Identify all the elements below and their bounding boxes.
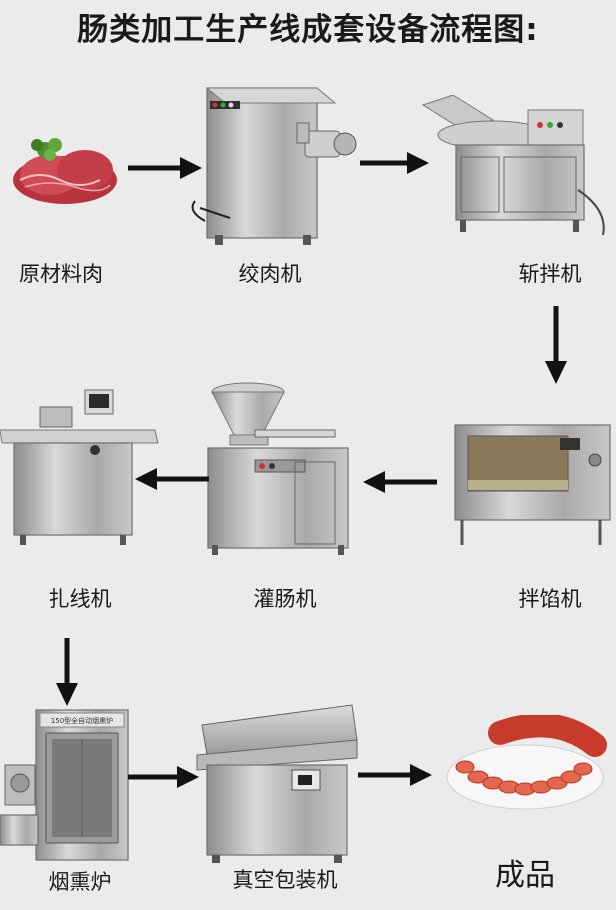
arrow-down — [56, 638, 78, 706]
oven-plate-text: 150型全自动烟熏炉 — [51, 716, 113, 725]
step-label: 烟熏炉 — [48, 870, 112, 894]
step-label: 扎线机 — [48, 587, 112, 611]
step-label: 拌馅机 — [518, 587, 582, 611]
vacuum-packer-image — [196, 704, 358, 863]
step-label: 灌肠机 — [253, 587, 317, 611]
step-label: 成品 — [495, 858, 555, 893]
sausage-product-image — [446, 715, 607, 810]
arrow-down — [545, 306, 567, 384]
mixer-image — [454, 424, 611, 545]
arrow-left — [135, 468, 209, 490]
smoke-oven-image: 150型全自动烟熏炉 — [0, 709, 129, 861]
page-title: 肠类加工生产线成套设备流程图: — [77, 12, 539, 48]
step-label: 原材料肉 — [19, 262, 103, 286]
arrow-right — [128, 157, 202, 179]
step-label: 真空包装机 — [232, 868, 338, 892]
step-label: 斩拌机 — [518, 262, 582, 286]
sausage-filler-image — [207, 382, 349, 555]
arrow-right — [128, 766, 199, 788]
raw-meat-image — [13, 138, 117, 204]
meat-grinder-image — [191, 87, 357, 245]
bowl-chopper-image — [421, 95, 605, 236]
arrow-right — [358, 764, 432, 786]
tying-machine-image — [0, 389, 159, 545]
arrow-left — [363, 471, 437, 493]
step-label: 绞肉机 — [238, 262, 302, 286]
arrow-right — [360, 152, 429, 174]
